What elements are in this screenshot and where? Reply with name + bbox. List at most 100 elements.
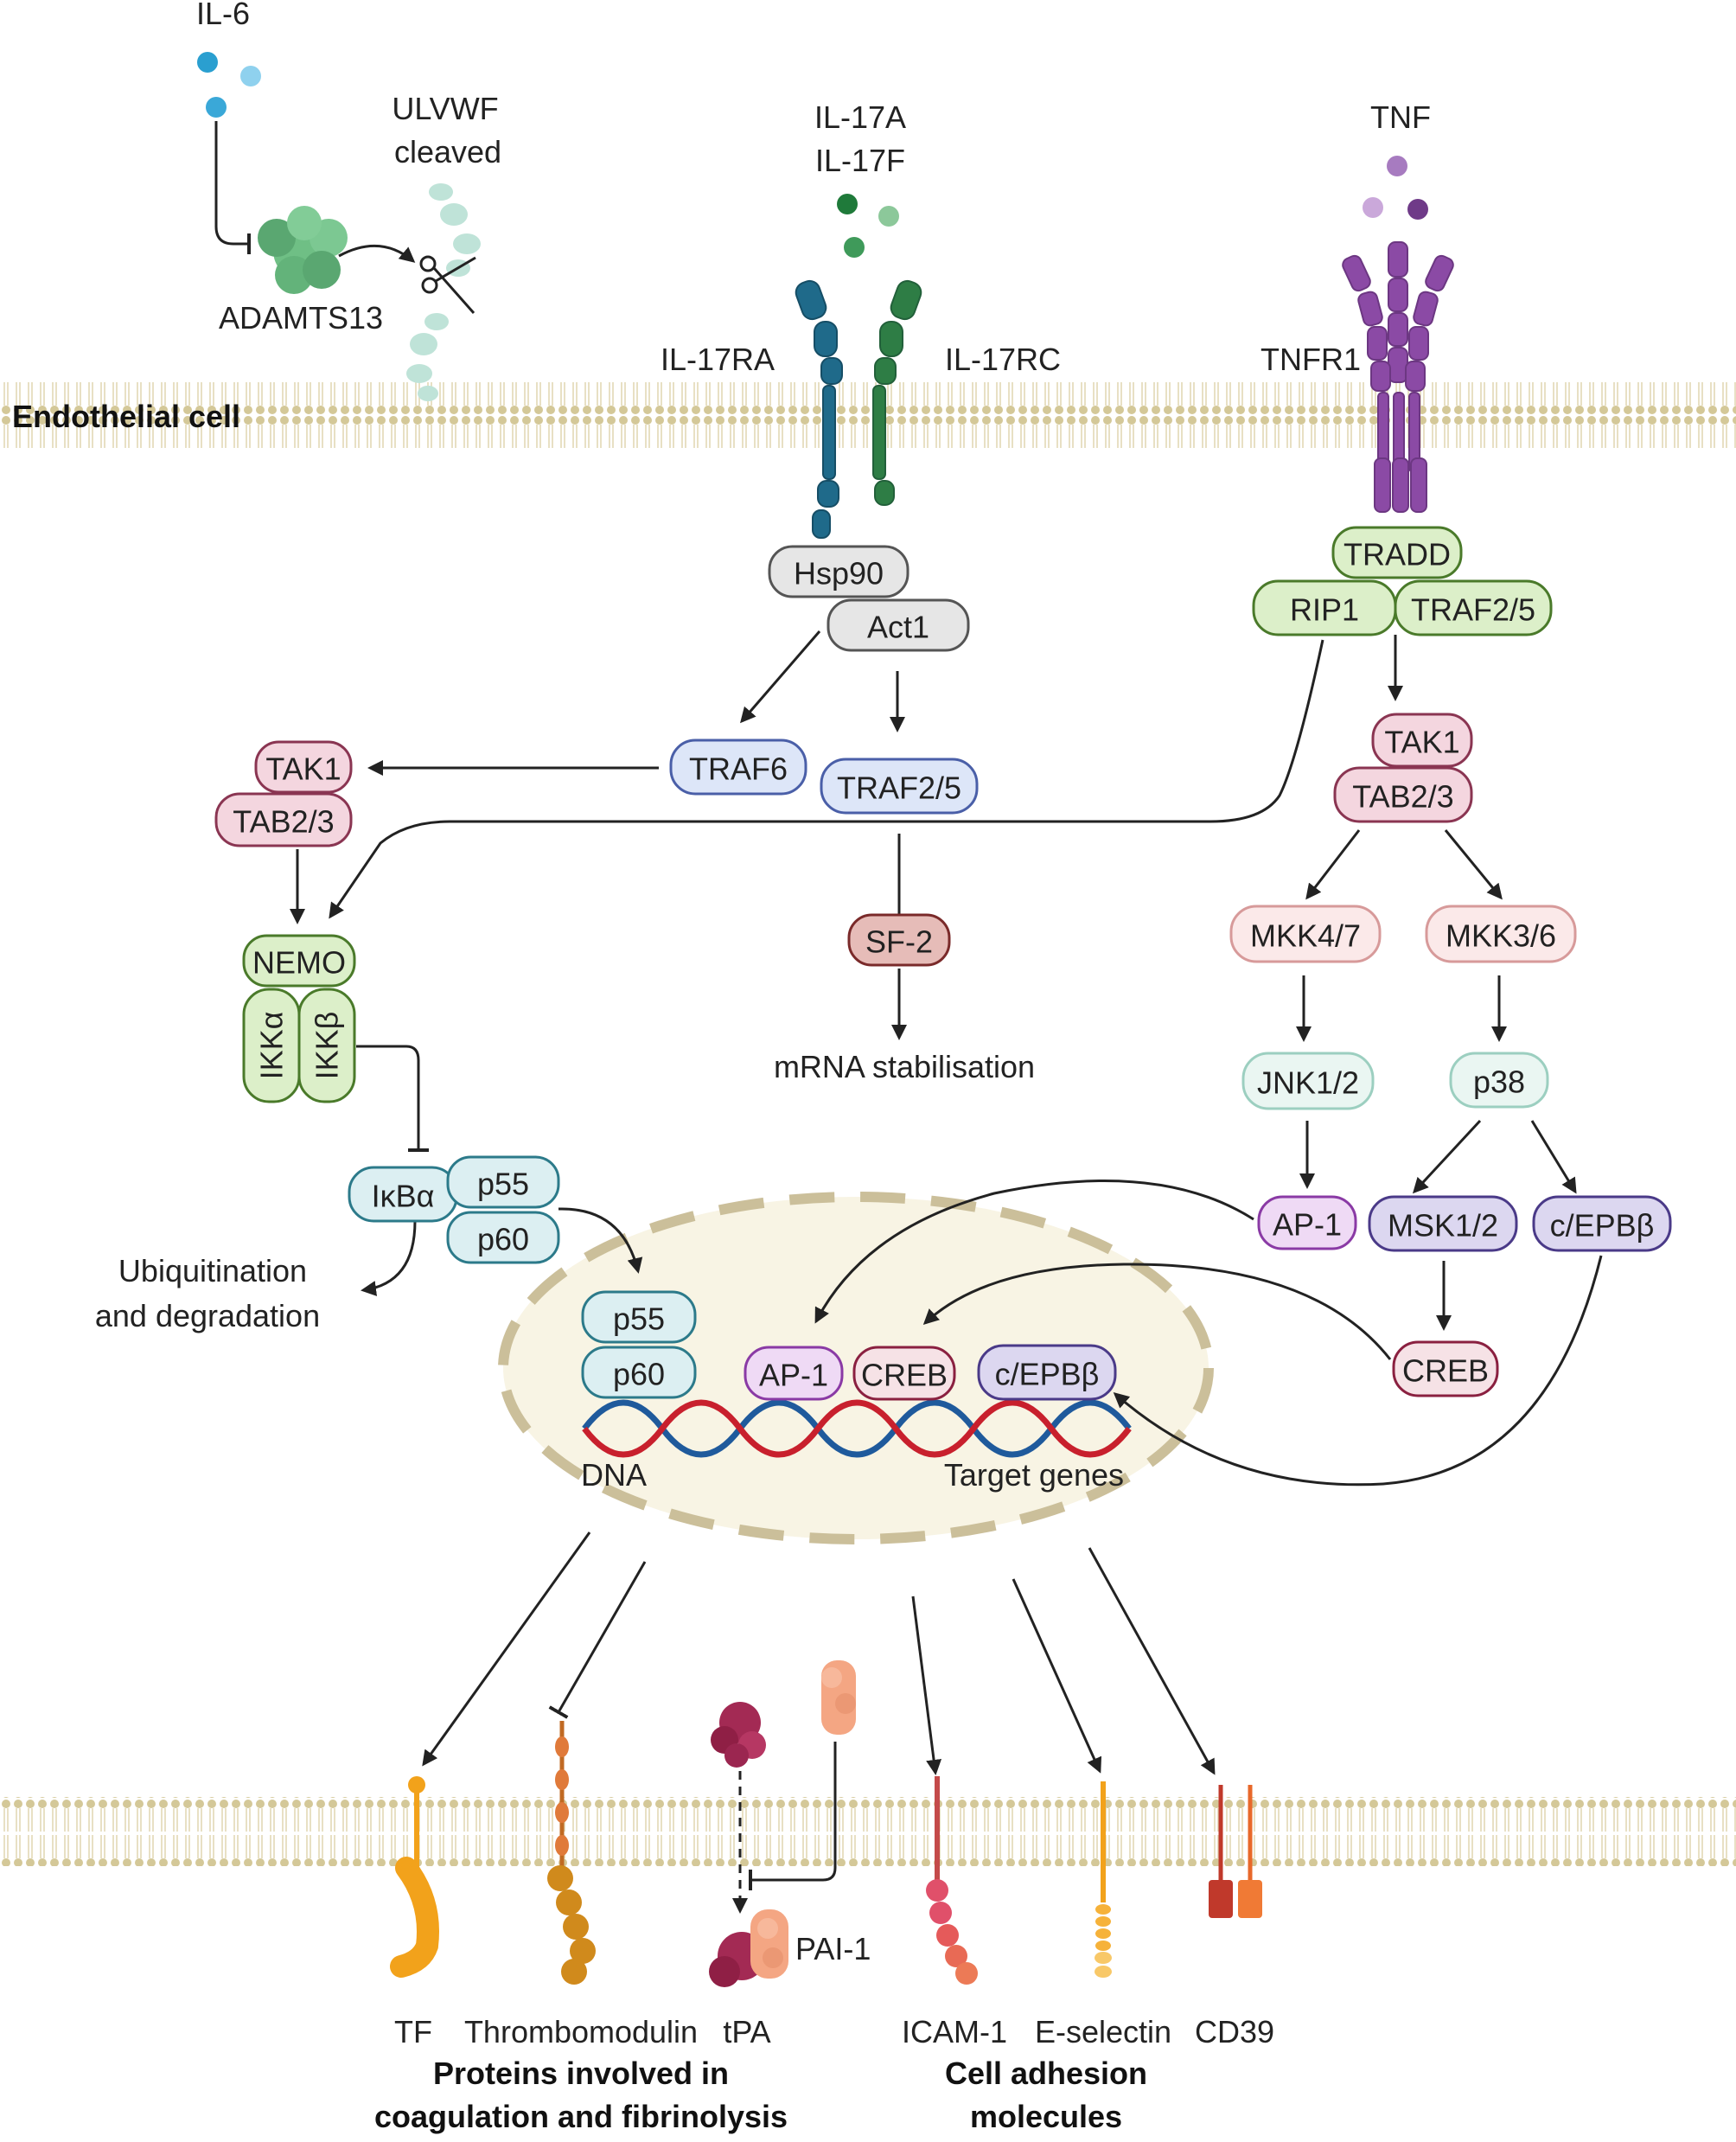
il6-label: IL-6 [196, 0, 250, 31]
nemo-label: NEMO [252, 945, 346, 981]
mkk36-label: MKK3/6 [1446, 918, 1556, 954]
sf2-node: SF-2 [847, 913, 951, 967]
pai1-inhibits-tpa-connector [749, 1742, 837, 1890]
cebpb-nuc-pill [977, 1344, 1117, 1401]
msk12-node: MSK1/2 [1368, 1195, 1518, 1252]
tak1-left-label: TAK1 [265, 751, 341, 787]
target-genes-label: Target genes [944, 1457, 1124, 1493]
p38-label: p38 [1473, 1065, 1525, 1100]
tab23-left-node: TAB2/3 [214, 792, 353, 847]
pai1-protein-icon [821, 1660, 856, 1735]
tpa-pai1-complex-icon [709, 1909, 788, 1987]
hsp90-node: Hsp90 [768, 545, 909, 598]
jnk12-node: JNK1/2 [1241, 1052, 1375, 1110]
tf-label: TF [394, 2014, 432, 2049]
il6-inhibits-adamts13-connector [214, 121, 251, 254]
adamts13-protein-icon [258, 206, 348, 294]
cebpb-cyto-label: c/EPBβ [1550, 1208, 1655, 1244]
p38-pill [1449, 1052, 1549, 1109]
traf25-right-label: TRAF2/5 [1411, 592, 1535, 628]
p55-cyto-label: p55 [477, 1167, 529, 1202]
ap1-nuc-node: AP-1 [744, 1346, 844, 1401]
adamts13-cleaves-connector [338, 244, 416, 263]
tpa-protein-icon [711, 1702, 766, 1768]
tradd-label: TRADD [1343, 537, 1451, 572]
adamts13-label: ADAMTS13 [219, 300, 383, 336]
ikba-to-degradation-arrow [361, 1220, 417, 1296]
traf25-left-node: TRAF2/5 [820, 758, 979, 815]
p55-nuc-node: p55 [581, 1290, 697, 1344]
cebpb-cyto-node: c/EPBβ [1532, 1195, 1672, 1252]
ikka-node: IKKα [242, 988, 301, 1103]
il17f-label: IL-17F [815, 143, 905, 178]
p60-nuc-node: p60 [581, 1346, 697, 1399]
creb-into-nucleus-arrow [922, 1263, 1392, 1360]
p38-node: p38 [1449, 1052, 1549, 1109]
ap1-nuc-label: AP-1 [759, 1358, 828, 1393]
creb-cyto-label: CREB [1402, 1353, 1489, 1389]
ikkb-node: IKKβ [297, 988, 356, 1103]
ap1-cyto-node: AP-1 [1257, 1195, 1357, 1250]
il17rc-receptor-icon [872, 279, 922, 506]
ulvwf-label-line1: ULVWF [392, 91, 498, 126]
traf25-left-label: TRAF2/5 [837, 770, 961, 806]
pai1-label: PAI-1 [795, 1931, 871, 1966]
traf6-node: TRAF6 [669, 739, 807, 796]
tnfr1-label: TNFR1 [1261, 342, 1361, 377]
p60-cyto-node: p60 [446, 1211, 560, 1264]
genes-to-cd39-arrow [1088, 1547, 1216, 1775]
msk12-label: MSK1/2 [1388, 1208, 1498, 1244]
hsp90-pill [768, 545, 909, 598]
tab23-right-label: TAB2/3 [1352, 779, 1453, 815]
ubiquitination-label-line1: Ubiquitination [118, 1253, 307, 1288]
ap1-nuc-pill [744, 1346, 844, 1401]
tnfr1-receptor-icon [1342, 241, 1454, 513]
eselectin-protein-icon [1095, 1781, 1112, 1978]
cebpb-cyto-pill [1532, 1195, 1672, 1252]
ap1-cyto-pill [1257, 1195, 1357, 1250]
ulvwf-fragment-icon [406, 183, 481, 401]
ikk-inhibits-ikba-connector [356, 1045, 429, 1152]
creb-nuc-node: CREB [852, 1346, 956, 1401]
tab23-to-mkk47-arrow [1305, 829, 1361, 900]
tnf-molecule-icon [1387, 156, 1407, 176]
cebpb-nuc-label: c/EPBβ [995, 1357, 1100, 1392]
ulvwf-label-line2: cleaved [394, 134, 501, 169]
p60-cyto-label: p60 [477, 1222, 529, 1257]
genes-to-icam1-arrow [911, 1595, 942, 1775]
nfkb-to-nucleus-arrow [558, 1207, 643, 1274]
creb-cyto-node: CREB [1392, 1340, 1499, 1397]
il17ra-label: IL-17RA [661, 342, 775, 377]
thrombomodulin-protein-icon [547, 1721, 596, 1985]
ap1-into-nucleus-arrow [814, 1180, 1254, 1324]
tpa-label: tPA [723, 2014, 770, 2049]
tab23-to-mkk36-arrow [1444, 829, 1503, 900]
cd39-protein-icon [1209, 1785, 1262, 1918]
tradd-pill [1331, 526, 1463, 579]
msk12-pill [1368, 1195, 1518, 1252]
act1-to-traf6-arrow [740, 630, 821, 724]
traf25-right-node: TRAF2/5 [1394, 579, 1553, 636]
rip1-node: RIP1 [1252, 579, 1397, 636]
tradd-node: TRADD [1331, 526, 1463, 579]
il17ra-receptor-icon [795, 279, 843, 539]
eselectin-label: E-selectin [1035, 2014, 1171, 2049]
il6-molecule-icon [240, 66, 261, 86]
creb-cyto-pill [1392, 1340, 1499, 1397]
scissors-icon [419, 255, 476, 314]
ikkb-label: IKKβ [310, 1012, 345, 1080]
tnf-molecule-icon [1363, 197, 1383, 218]
genes-to-eselectin-arrow [1012, 1578, 1102, 1774]
hsp90-label: Hsp90 [794, 556, 884, 591]
coagulation-group-label-line1: Proteins involved in [433, 2056, 729, 2091]
tab23-left-pill [214, 792, 353, 847]
ap1-cyto-label: AP-1 [1273, 1207, 1342, 1243]
tab23-left-label: TAB2/3 [233, 804, 334, 840]
traf6-pill [669, 739, 807, 796]
cebpb-nuc-node: c/EPBβ [977, 1344, 1117, 1401]
il17rc-label: IL-17RC [945, 342, 1061, 377]
tak1-right-pill [1371, 713, 1473, 768]
mkk36-pill [1425, 905, 1577, 963]
